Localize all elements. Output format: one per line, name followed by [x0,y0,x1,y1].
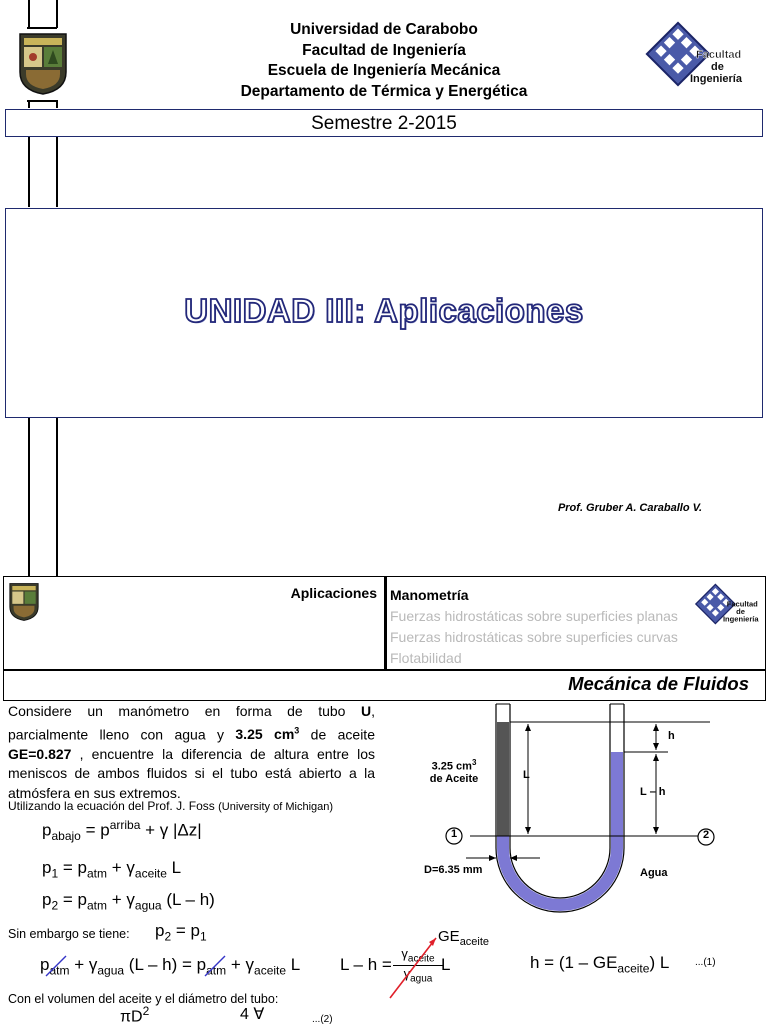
topic-nav-box: Aplicaciones Manometría Fuerzas hidrostá… [3,576,766,670]
nav-divider [384,577,387,669]
department-name: Departamento de Térmica y Energética [240,82,528,100]
topic-item-planas[interactable]: Fuerzas hidrostáticas sobre superficies … [390,608,678,624]
topic-item-flotabilidad[interactable]: Flotabilidad [390,650,462,666]
diagram-point-2: 2 [702,829,710,841]
institution-header: Universidad de Carabobo Facultad de Inge… [0,20,768,102]
svg-text:Facultad: Facultad [727,600,758,609]
left-rail-line [28,100,30,108]
problem-text: , encuentre la diferencia de altura entr… [8,745,375,801]
problem-text: Considere un manómetro en forma de tubo [8,703,361,719]
topic-list: Manometría Fuerzas hidrostáticas sobre s… [390,585,678,669]
equation-number-1: ...(1) [695,957,716,968]
oil-volume: 3.25 cm3 [235,725,300,743]
svg-text:de: de [736,607,745,616]
faculty-logo-icon: Facultad de Ingeniería [694,583,759,625]
foss-note: Utilizando la ecuación del Prof. J. Foss… [8,799,334,813]
oil-specific-gravity: GE=0.827 [8,745,72,762]
university-name: Universidad de Carabobo [290,21,478,38]
semester-text: Semestre 2-2015 [311,113,457,134]
u-tube-manometer-diagram [445,703,715,913]
professor-name: Prof. Gruber A. Caraballo V. [557,502,702,514]
fraction-gamma: γaceite γagua [393,946,443,984]
equation-p1: p1 = patm + γaceite L [42,858,182,881]
topic-item-curvas[interactable]: Fuerzas hidrostáticas sobre superficies … [390,629,678,645]
left-rail-line [28,137,30,207]
course-title-bar: Mecánica de Fluidos [3,670,766,701]
left-rail-line [28,0,30,28]
left-rail-line [56,100,58,108]
diagram-diameter-label: D=6.35 mm [424,864,483,876]
equation-number-2: ...(2) [312,1014,333,1025]
diagram-label-L: L [523,769,530,781]
svg-text:Facultad: Facultad [696,49,741,61]
left-rail-line [28,418,30,576]
school-name: Escuela de Ingeniería Mecánica [267,62,501,79]
university-crest-icon [19,33,67,95]
equation-h-result: h = (1 – GEaceite) L [530,953,670,976]
diagram-label-l-minus-h: L – h [640,786,666,798]
diagram-water-label: Agua [640,867,668,879]
faculty-logo-icon: Facultad de Ingeniería [645,21,743,87]
fraction-l: L [441,955,451,974]
university-crest-icon [9,583,39,621]
rail-cap [27,27,57,29]
equation-equality: p2 = p1 [155,921,207,944]
problem-statement: Considere un manómetro en forma de tubo … [8,702,375,803]
cancel-strike-marks [45,955,226,977]
svg-text:Ingeniería: Ingeniería [723,615,759,624]
diagram-point-1: 1 [450,828,458,840]
problem-bold: U [360,703,372,719]
left-rail-line [56,418,58,576]
left-rail-line [56,0,58,28]
unit-title-box: UNIDAD III: Aplicaciones [5,208,763,418]
rail-cap [27,100,57,102]
problem-text: de aceite [299,726,375,743]
problem-text: , parcialmente lleno con agua y [8,703,375,743]
left-rail-line [56,137,58,207]
equation-l-minus-h: L – h = [340,955,392,974]
however-note: Sin embargo se tiene: [8,927,130,941]
svg-text:de: de [711,61,724,73]
ge-arrow-icon [389,937,437,999]
equation-p2: p2 = patm + γagua (L – h) [42,890,215,913]
unit-title: UNIDAD III: Aplicaciones [183,291,584,330]
svg-text:Ingeniería: Ingeniería [690,73,743,85]
foss-equation: pabajo = parriba + γ |Δz| [42,818,202,844]
ge-label: GEaceite [438,928,490,948]
diagram-label-h: h [668,730,675,742]
course-title: Mecánica de Fluidos [568,673,749,694]
topic-item-manometria[interactable]: Manometría [390,587,469,603]
semester-banner: Semestre 2-2015 [5,109,763,137]
faculty-name: Facultad de Ingeniería [302,41,466,59]
diagram-oil-label: 3.25 cm3 de Aceite [429,758,479,785]
section-label: Aplicaciones [290,585,377,601]
volume-note: Con el volumen del aceite y el diámetro … [8,992,279,1006]
